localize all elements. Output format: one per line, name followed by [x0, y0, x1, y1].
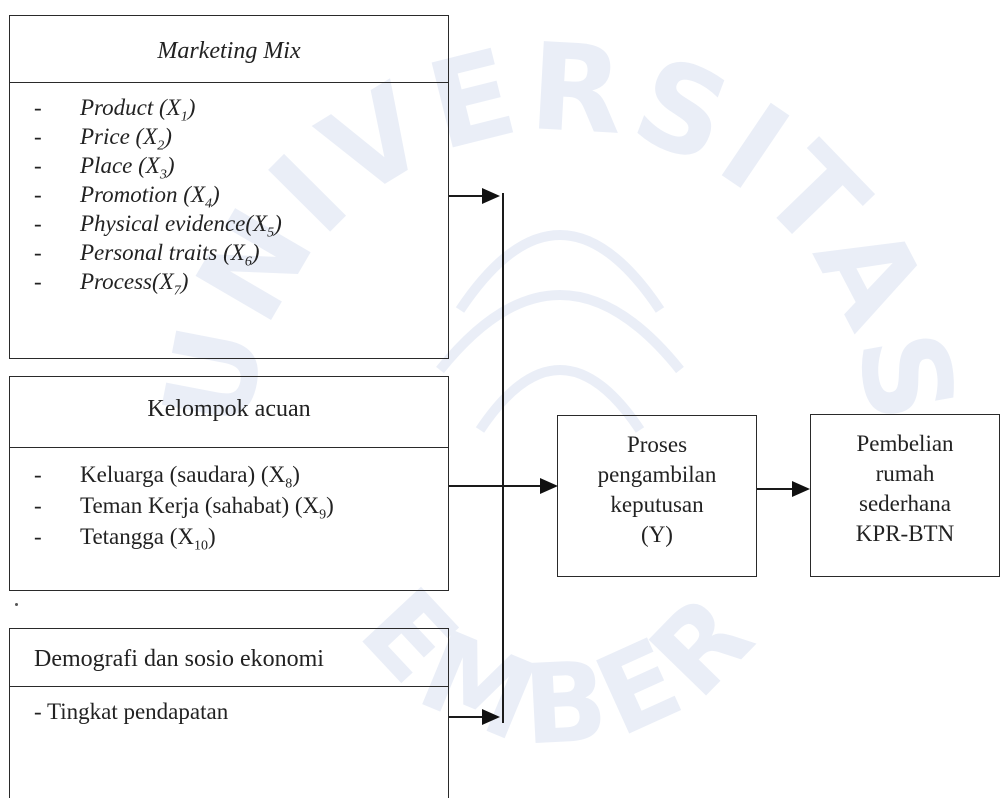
- item-text: Promotion (X4): [80, 182, 220, 212]
- kelompok-acuan-box: Kelompok acuan - Keluarga (saudara) (X8) …: [9, 376, 449, 591]
- demografi-list: - Tingkat pendapatan: [10, 697, 448, 726]
- bullet-dash: -: [34, 95, 42, 120]
- bullet-dash: -: [34, 211, 42, 236]
- list-item: - Process(X7): [10, 267, 448, 299]
- proses-line: keputusan: [610, 492, 704, 517]
- demografi-title: Demografi dan sosio ekonomi: [34, 646, 324, 672]
- pembelian-line: Pembelian: [856, 431, 954, 456]
- bullet-dash: -: [34, 524, 42, 549]
- list-item: - Tetangga (X10): [10, 521, 448, 554]
- stray-dot: [15, 603, 18, 606]
- list-item: - Teman Kerja (sahabat) (X9): [10, 490, 448, 523]
- kelompok-acuan-list: - Keluarga (saudara) (X8) - Teman Kerja (s…: [10, 459, 448, 554]
- item-text: Place (X3): [80, 153, 175, 183]
- demografi-box: Demografi dan sosio ekonomi - Tingkat pe…: [9, 628, 449, 798]
- item-text: Teman Kerja (sahabat) (X9): [80, 493, 334, 523]
- list-item: - Price (X2): [10, 122, 448, 154]
- marketing-mix-list: - Product (X1) - Price (X2) - Place (X3) - P…: [10, 93, 448, 299]
- proses-text: Proses pengambilan keputusan (Y): [558, 430, 756, 550]
- arrow-right-icon: [792, 481, 810, 497]
- pembelian-box: Pembelian rumah sederhana KPR-BTN: [810, 414, 1000, 577]
- pembelian-line: KPR-BTN: [855, 521, 955, 546]
- item-text: - Tingkat pendapatan: [34, 699, 229, 724]
- item-text: Product (X1): [80, 95, 196, 125]
- item-text: Price (X2): [80, 124, 172, 154]
- bullet-dash: -: [34, 182, 42, 207]
- list-item: - Physical evidence(X5): [10, 209, 448, 241]
- list-item: - Place (X3): [10, 151, 448, 183]
- item-text: Physical evidence(X5): [80, 211, 282, 241]
- bullet-dash: -: [34, 493, 42, 518]
- bullet-dash: -: [34, 269, 42, 294]
- bullet-dash: -: [34, 153, 42, 178]
- connector-line: [449, 195, 483, 197]
- item-text: Tetangga (X10): [80, 524, 216, 554]
- connector-line: [502, 193, 504, 723]
- list-item: - Keluarga (saudara) (X8): [10, 459, 448, 492]
- pembelian-text: Pembelian rumah sederhana KPR-BTN: [811, 429, 999, 549]
- list-item: - Tingkat pendapatan: [10, 697, 448, 726]
- list-item: - Product (X1): [10, 93, 448, 125]
- bullet-dash: -: [34, 462, 42, 487]
- pembelian-line: sederhana: [859, 491, 951, 516]
- marketing-mix-box: Marketing Mix - Product (X1) - Price (X2) …: [9, 15, 449, 359]
- item-text: Keluarga (saudara) (X8): [80, 462, 300, 492]
- proses-box: Proses pengambilan keputusan (Y): [557, 415, 757, 577]
- proses-line: pengambilan: [597, 462, 717, 487]
- item-text: Personal traits (X6): [80, 240, 260, 270]
- proses-line: (Y): [641, 522, 673, 547]
- connector-line: [449, 485, 541, 487]
- marketing-mix-divider: [10, 82, 448, 83]
- marketing-mix-title: Marketing Mix: [157, 38, 301, 64]
- kelompok-acuan-title: Kelompok acuan: [147, 396, 311, 422]
- list-item: - Promotion (X4): [10, 180, 448, 212]
- pembelian-line: rumah: [875, 461, 935, 486]
- arrow-right-icon: [482, 188, 500, 204]
- list-item: - Personal traits (X6): [10, 238, 448, 270]
- connector-line: [449, 716, 483, 718]
- connector-line: [757, 488, 793, 490]
- arrow-right-icon: [482, 709, 500, 725]
- bullet-dash: -: [34, 124, 42, 149]
- bullet-dash: -: [34, 240, 42, 265]
- proses-line: Proses: [626, 432, 688, 457]
- arrow-right-icon: [540, 478, 558, 494]
- kelompok-acuan-divider: [10, 447, 448, 448]
- demografi-divider: [10, 686, 448, 687]
- item-text: Process(X7): [80, 269, 189, 299]
